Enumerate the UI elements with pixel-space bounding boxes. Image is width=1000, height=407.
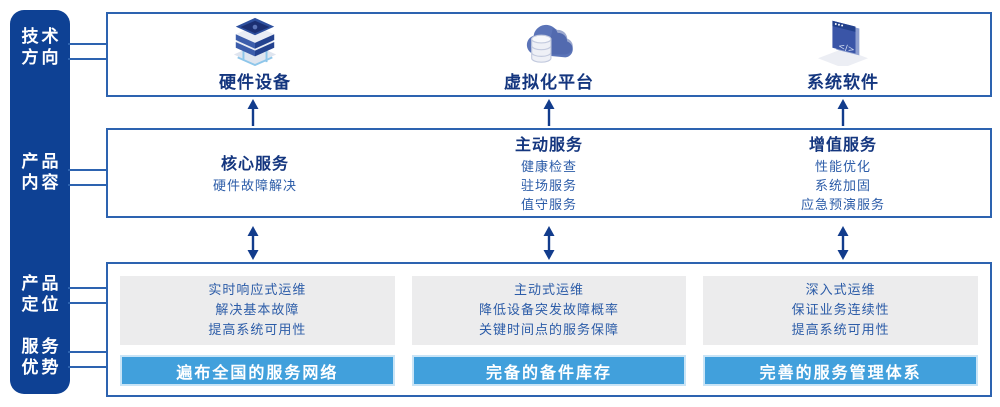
- tech-label: 虚拟化平台: [504, 73, 594, 93]
- svg-text:</>: </>: [838, 41, 854, 55]
- tech-item-virtualization: 虚拟化平台: [402, 14, 696, 95]
- tech-direction-box: 硬件设备 虚拟化平台: [106, 12, 992, 97]
- arrow-up-icon: [837, 99, 849, 126]
- sidebar-label-product-positioning: 产品 定位: [10, 274, 70, 316]
- positioning-line: 保证业务连续性: [791, 302, 890, 318]
- arrow-double-vertical-icon: [247, 226, 259, 260]
- product-positioning-box: 实时响应式运维 解决基本故障 提高系统可用性 遍布全国的服务网络 主动式运维 降…: [106, 262, 992, 397]
- positioning-line: 关键时间点的服务保障: [478, 322, 619, 338]
- positioning-line: 实时响应式运维: [208, 282, 307, 298]
- tech-label: 系统软件: [807, 73, 879, 93]
- connector-line: [68, 58, 108, 60]
- sidebar-label-line: 内容: [21, 173, 62, 193]
- sidebar-label-line: 服务: [21, 337, 62, 357]
- connector-line: [68, 43, 108, 45]
- advantage-banner: 完善的服务管理体系: [703, 355, 978, 386]
- connector-line: [68, 351, 108, 353]
- server-stack-icon: [233, 17, 277, 66]
- positioning-line: 解决基本故障: [215, 302, 300, 318]
- connector-line: [68, 169, 108, 171]
- service-column-value-added: 增值服务 性能优化 系统加固 应急预演服务: [696, 130, 990, 216]
- service-item: 值守服务: [520, 198, 577, 213]
- positioning-line: 降低设备突发故障概率: [478, 302, 619, 318]
- positioning-panel: 实时响应式运维 解决基本故障 提高系统可用性: [120, 276, 395, 345]
- positioning-column-proactive: 主动式运维 降低设备突发故障概率 关键时间点的服务保障 完备的备件库存: [411, 276, 687, 386]
- code-window-icon: </>: [818, 20, 868, 66]
- product-content-box: 核心服务 硬件故障解决 主动服务 健康检查 驻场服务 值守服务 增值服务 性能优…: [106, 128, 992, 218]
- connector-line: [68, 184, 108, 186]
- arrow-double-vertical-icon: [837, 226, 849, 260]
- service-item: 性能优化: [814, 160, 871, 175]
- service-title: 核心服务: [220, 154, 289, 173]
- arrow-up-icon: [543, 99, 555, 126]
- positioning-line: 深入式运维: [805, 282, 876, 298]
- service-item: 应急预演服务: [800, 198, 885, 213]
- tech-label: 硬件设备: [219, 73, 291, 93]
- sidebar-label-service-advantage: 服务 优势: [10, 337, 70, 379]
- advantage-banner: 完备的备件库存: [411, 355, 687, 386]
- sidebar-label-line: 定位: [21, 295, 62, 315]
- service-title: 主动服务: [514, 135, 583, 154]
- cloud-database-icon: [526, 24, 573, 63]
- category-sidebar: 技术 方向 产品 内容 产品 定位 服务 优势: [10, 10, 70, 394]
- arrow-double-vertical-icon: [543, 226, 555, 260]
- tech-item-hardware: 硬件设备: [108, 14, 402, 95]
- positioning-line: 提高系统可用性: [208, 322, 307, 338]
- service-item: 系统加固: [814, 179, 871, 194]
- tech-item-system-software: </> 系统软件: [696, 14, 990, 95]
- sidebar-label-line: 产品: [21, 152, 62, 172]
- service-column-proactive: 主动服务 健康检查 驻场服务 值守服务: [402, 130, 696, 216]
- sidebar-label-line: 技术: [21, 27, 62, 47]
- positioning-column-indepth: 深入式运维 保证业务连续性 提高系统可用性 完善的服务管理体系: [703, 276, 978, 386]
- sidebar-label-line: 优势: [21, 358, 62, 378]
- service-item: 硬件故障解决: [212, 179, 297, 194]
- connector-line: [68, 287, 108, 289]
- service-item: 健康检查: [520, 160, 577, 175]
- positioning-line: 提高系统可用性: [791, 322, 890, 338]
- arrow-up-icon: [247, 99, 259, 126]
- positioning-line: 主动式运维: [513, 282, 584, 298]
- sidebar-label-line: 方向: [21, 48, 62, 68]
- sidebar-label-product-content: 产品 内容: [10, 152, 70, 194]
- positioning-column-realtime: 实时响应式运维 解决基本故障 提高系统可用性 遍布全国的服务网络: [120, 276, 395, 386]
- positioning-panel: 深入式运维 保证业务连续性 提高系统可用性: [703, 276, 978, 345]
- service-column-core: 核心服务 硬件故障解决: [108, 130, 402, 216]
- sidebar-label-line: 产品: [21, 274, 62, 294]
- sidebar-label-tech-direction: 技术 方向: [10, 27, 70, 69]
- connector-line: [68, 366, 108, 368]
- service-item: 驻场服务: [520, 179, 577, 194]
- positioning-panel: 主动式运维 降低设备突发故障概率 关键时间点的服务保障: [411, 276, 687, 345]
- connector-line: [68, 302, 108, 304]
- advantage-banner: 遍布全国的服务网络: [120, 355, 395, 386]
- service-title: 增值服务: [808, 135, 877, 154]
